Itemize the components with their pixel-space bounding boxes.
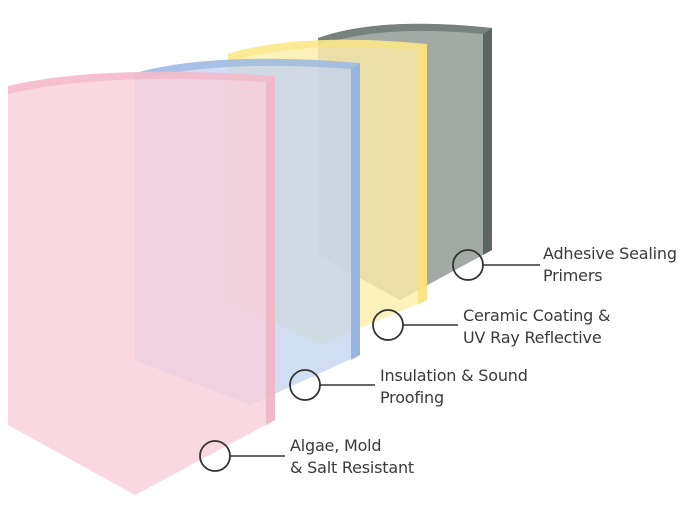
label-ceramic: Ceramic Coating & UV Ray Reflective (463, 305, 610, 349)
panel-top-edge-insulation (135, 58, 360, 81)
label-line: Ceramic Coating & (463, 306, 611, 325)
panel-algae (8, 71, 275, 495)
label-line: Adhesive Sealing (543, 244, 677, 263)
panel-top-edge-adhesive (318, 23, 492, 46)
callout-circle-algae (199, 440, 231, 472)
label-line: UV Ray Reflective (463, 328, 602, 347)
panel-edge-ceramic (418, 44, 427, 305)
label-line: Algae, Mold (290, 436, 382, 455)
label-line: Primers (543, 266, 603, 285)
panel-edge-adhesive (483, 28, 492, 255)
panel-edge-insulation (351, 63, 360, 360)
panel-edge-algae (266, 76, 275, 425)
callout-circle-ceramic (372, 309, 404, 341)
label-insulation: Insulation & Sound Proofing (380, 365, 528, 409)
label-line: Insulation & Sound (380, 366, 528, 385)
label-adhesive: Adhesive Sealing Primers (543, 243, 677, 287)
panel-top-edge-algae (8, 71, 275, 94)
callout-circle-insulation (289, 369, 321, 401)
panel-top-edge-ceramic (228, 39, 427, 62)
label-line: & Salt Resistant (290, 458, 414, 477)
label-line: Proofing (380, 388, 444, 407)
label-algae: Algae, Mold & Salt Resistant (290, 435, 414, 479)
callout-circle-adhesive (452, 249, 484, 281)
